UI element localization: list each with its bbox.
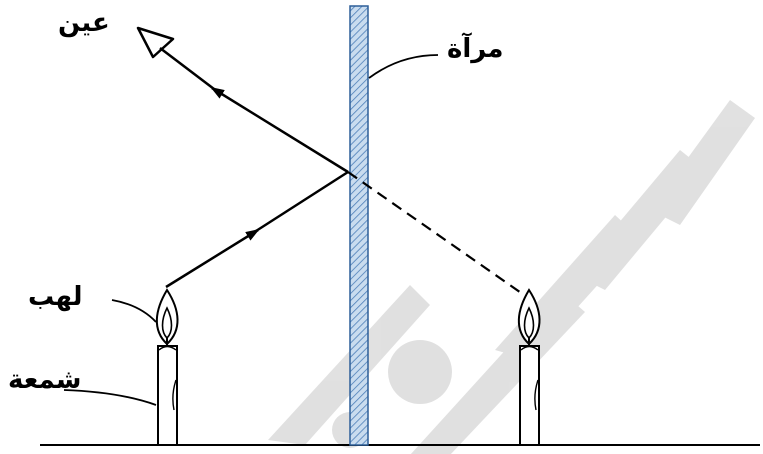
candle-label: شمعة <box>8 365 82 395</box>
flame-icon <box>155 288 179 346</box>
reflected-ray <box>210 86 349 174</box>
flame-pointer <box>111 299 157 323</box>
watermark <box>268 100 755 454</box>
image-candle <box>519 345 540 446</box>
candle <box>157 345 178 446</box>
candle-pointer <box>63 389 157 406</box>
incident-ray-tail <box>255 170 349 233</box>
mirror-pointer <box>368 54 439 79</box>
eye-label: عين <box>58 8 110 38</box>
reflected-ray-tail <box>159 47 215 90</box>
mirror-label: مرآة <box>447 34 504 64</box>
image-flame-icon <box>517 288 541 346</box>
virtual-ray <box>347 171 528 298</box>
eye-icon <box>136 26 175 59</box>
incident-ray <box>165 228 260 289</box>
mirror <box>349 5 369 446</box>
flame-label: لهب <box>28 282 83 312</box>
